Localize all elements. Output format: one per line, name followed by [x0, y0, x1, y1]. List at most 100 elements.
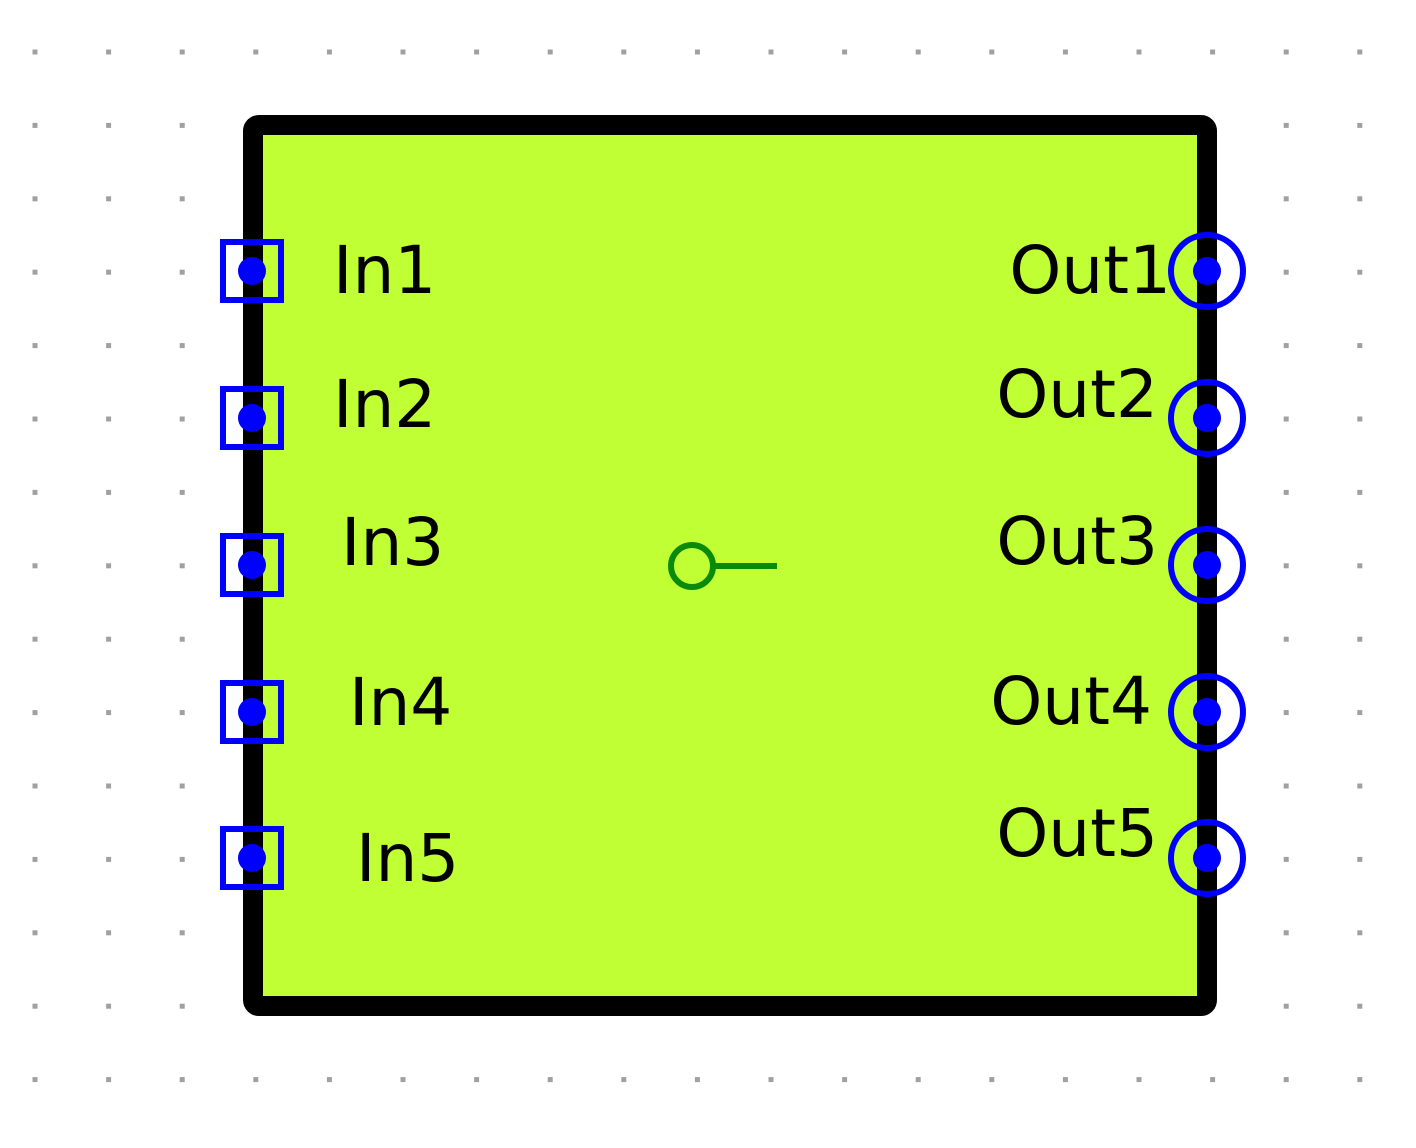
grid-dot: [179, 1003, 185, 1009]
input-label-2: In2: [333, 366, 436, 443]
grid-dot: [179, 343, 185, 349]
grid-dot: [1062, 1077, 1068, 1083]
input-label-5: In5: [356, 820, 459, 897]
grid-dot: [1283, 343, 1289, 349]
circle-port-icon[interactable]: [1168, 819, 1246, 897]
output-label-2: Out2: [996, 356, 1158, 433]
output-port-4[interactable]: [1168, 673, 1246, 751]
grid-dot: [106, 489, 112, 495]
output-port-3[interactable]: [1168, 526, 1246, 604]
output-ports: [1168, 232, 1246, 897]
grid-dot: [621, 1077, 627, 1083]
square-port-icon[interactable]: [220, 239, 284, 303]
grid-dot: [989, 49, 995, 55]
grid-dot: [1283, 710, 1289, 716]
grid-dot: [32, 856, 38, 862]
port-dot: [238, 551, 266, 579]
grid-dot: [547, 1077, 553, 1083]
input-label-3: In3: [341, 504, 444, 581]
grid-dot: [1283, 269, 1289, 275]
port-dot: [1193, 844, 1221, 872]
circle-port-icon[interactable]: [1168, 379, 1246, 457]
grid-dot: [32, 710, 38, 716]
square-port-icon[interactable]: [220, 826, 284, 890]
input-labels: In1 In2 In3 In4 In5: [333, 232, 459, 897]
port-dot: [238, 404, 266, 432]
grid-dot: [106, 563, 112, 569]
grid-dot: [1283, 489, 1289, 495]
square-port-icon[interactable]: [220, 680, 284, 744]
grid-dot: [253, 1077, 259, 1083]
circle-port-icon[interactable]: [1168, 673, 1246, 751]
grid-dot: [32, 343, 38, 349]
port-dot: [238, 698, 266, 726]
grid-dot: [768, 49, 774, 55]
output-labels: Out1 Out2 Out3 Out4 Out5: [990, 232, 1171, 872]
grid-dot: [106, 783, 112, 789]
grid-dot: [106, 343, 112, 349]
grid-dot: [179, 783, 185, 789]
grid-dot: [179, 416, 185, 422]
grid-dot: [1283, 122, 1289, 128]
input-port-4[interactable]: [220, 680, 284, 744]
grid-dot: [768, 1077, 774, 1083]
input-ports: [220, 239, 284, 890]
grid-dot: [1357, 1077, 1363, 1083]
grid-dot: [106, 416, 112, 422]
grid-dot: [1357, 49, 1363, 55]
output-label-3: Out3: [996, 503, 1158, 580]
input-port-1[interactable]: [220, 239, 284, 303]
output-port-5[interactable]: [1168, 819, 1246, 897]
grid-dot: [1357, 416, 1363, 422]
grid-dot: [1357, 343, 1363, 349]
grid-dot: [694, 1077, 700, 1083]
output-port-2[interactable]: [1168, 379, 1246, 457]
grid-dot: [179, 196, 185, 202]
grid-dot: [1210, 49, 1216, 55]
circle-port-icon[interactable]: [1168, 526, 1246, 604]
grid-dot: [32, 930, 38, 936]
grid-dot: [1357, 856, 1363, 862]
input-port-2[interactable]: [220, 386, 284, 450]
grid-dot: [32, 489, 38, 495]
grid-dot: [179, 49, 185, 55]
input-port-3[interactable]: [220, 533, 284, 597]
grid-dot: [106, 1003, 112, 1009]
grid-dot: [1357, 710, 1363, 716]
grid-dot: [400, 49, 406, 55]
grid-dot: [1062, 49, 1068, 55]
grid-dot: [1283, 563, 1289, 569]
circle-port-icon[interactable]: [1168, 232, 1246, 310]
grid-dot: [1136, 49, 1142, 55]
output-port-1[interactable]: [1168, 232, 1246, 310]
grid-dot: [1357, 1003, 1363, 1009]
grid-dot: [1283, 196, 1289, 202]
square-port-icon[interactable]: [220, 533, 284, 597]
grid-dot: [179, 122, 185, 128]
lollipop-symbol-icon: [668, 542, 777, 590]
grid-dot: [1357, 783, 1363, 789]
grid-dot: [179, 1077, 185, 1083]
grid-dot: [32, 416, 38, 422]
grid-dot: [1136, 1077, 1142, 1083]
grid-dot: [694, 49, 700, 55]
input-label-1: In1: [333, 232, 436, 309]
grid-dot: [915, 49, 921, 55]
grid-dot: [842, 1077, 848, 1083]
square-port-icon[interactable]: [220, 386, 284, 450]
grid-dot: [1357, 196, 1363, 202]
grid-dot: [1357, 269, 1363, 275]
input-port-5[interactable]: [220, 826, 284, 890]
grid-dot: [326, 1077, 332, 1083]
grid-dot: [915, 1077, 921, 1083]
grid-dot: [179, 636, 185, 642]
grid-dot: [1283, 1003, 1289, 1009]
grid-dot: [1357, 122, 1363, 128]
port-dot: [1193, 551, 1221, 579]
grid-dot: [253, 49, 259, 55]
grid-dot: [106, 856, 112, 862]
grid-dot: [179, 856, 185, 862]
grid-dot: [32, 122, 38, 128]
grid-dot: [842, 49, 848, 55]
